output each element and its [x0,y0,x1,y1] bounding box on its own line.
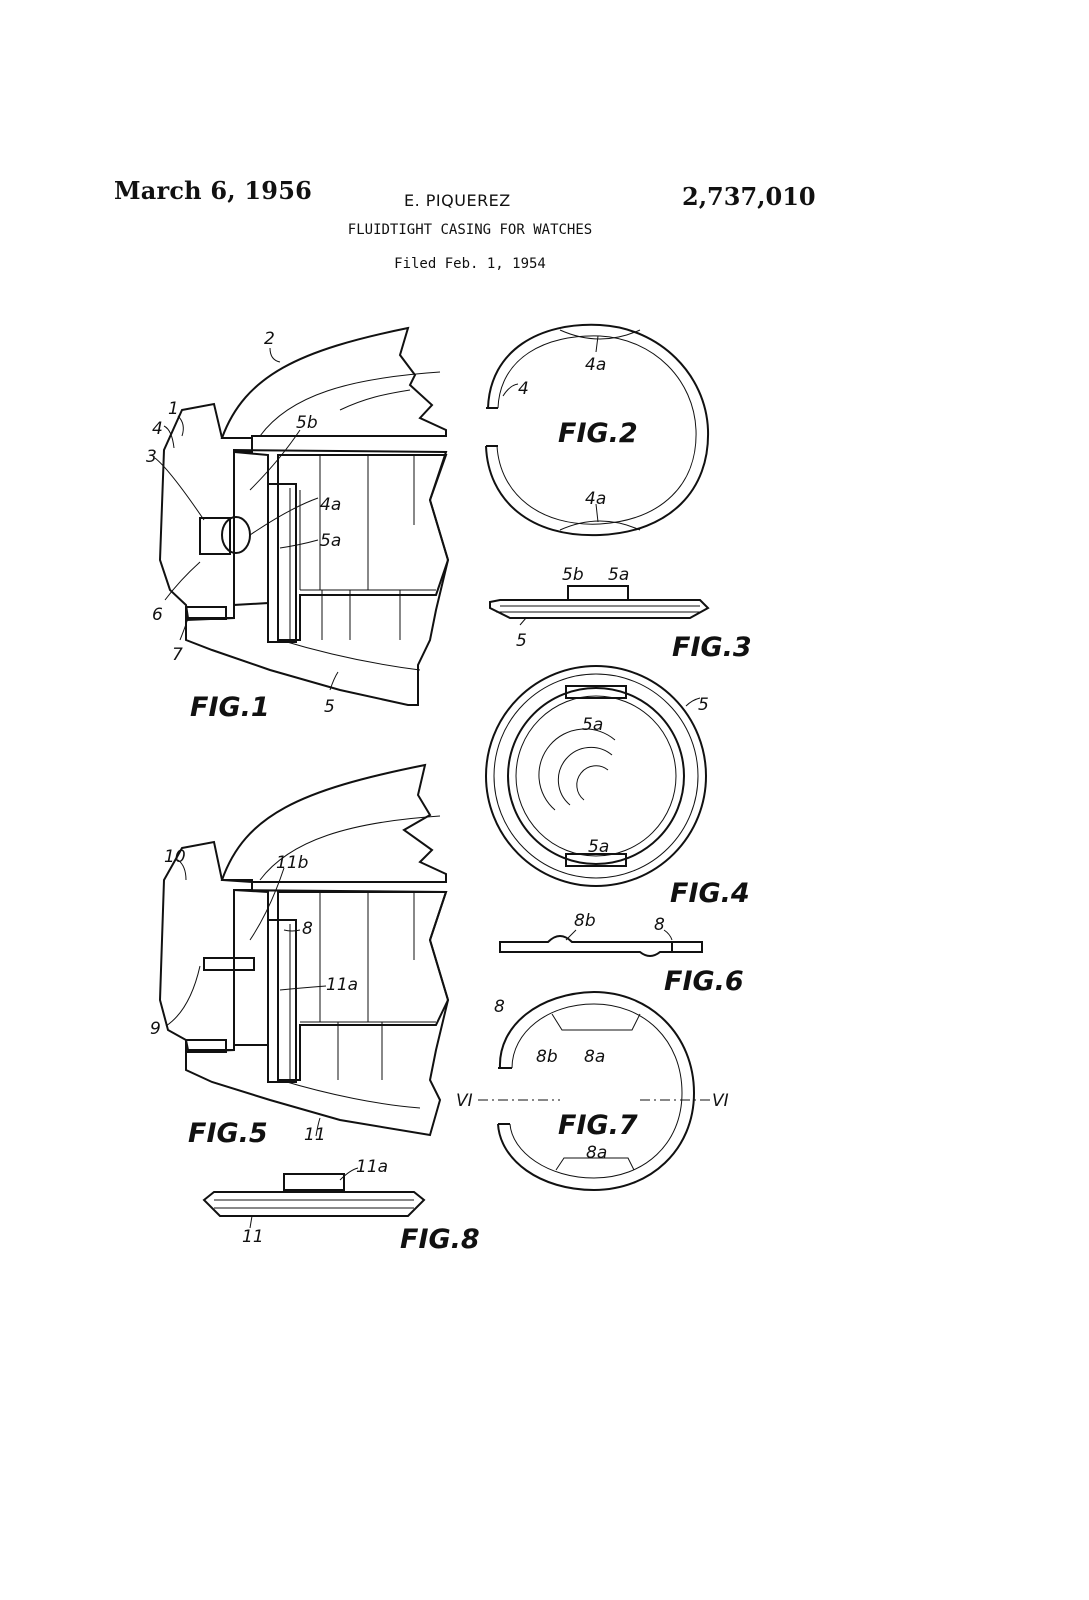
figure-8-caption: FIG.8 [400,1224,480,1255]
ref-label: 5b [562,565,584,585]
figure-1-caption: FIG.1 [190,692,270,723]
ref-label: 5 [698,695,709,715]
figure-2-drawing: 4a 4 4a FIG.2 [485,323,710,537]
figure-7-caption: FIG.7 [558,1110,638,1141]
figure-8-drawing: 11a 11 FIG.8 [202,1157,480,1255]
ref-label: 4a [585,355,606,375]
ref-label: 5a [320,531,341,551]
ref-label: 11a [356,1157,388,1177]
ref-label: 11b [276,853,308,873]
section-mark: VI [456,1091,473,1111]
patent-title: FLUIDTIGHT CASING FOR WATCHES [347,222,593,238]
figure-6-drawing: 8b 8 FIG.6 [499,911,744,997]
figure-3-caption: FIG.3 [672,632,752,663]
ref-label: 5 [324,697,335,717]
ref-label: 7 [172,645,183,665]
ref-label: 5b [296,413,318,433]
section-mark: VI [712,1091,729,1111]
ref-label: 4a [585,489,606,509]
ref-label: 11a [326,975,358,995]
ref-label: 11 [304,1125,326,1145]
ref-label: 8 [654,915,665,935]
ref-label: 10 [164,847,186,867]
ref-label: 11 [242,1227,264,1247]
ref-label: 3 [146,447,157,467]
inventor-name: E. PIQUEREZ [404,191,511,210]
ref-label: 8b [536,1047,558,1067]
ref-label: 5a [582,715,603,735]
ref-label: 8a [584,1047,605,1067]
figure-5-caption: FIG.5 [188,1118,268,1149]
ref-label: 4a [320,495,341,515]
figure-6-caption: FIG.6 [664,966,744,997]
ref-label: 5 [516,631,527,651]
patent-date: March 6, 1956 [114,176,312,205]
figure-5-drawing: 10 11b 8 11a 9 11 FIG.5 [150,763,450,1149]
ref-label: 1 [168,399,179,419]
figure-2-caption: FIG.2 [558,418,638,449]
ref-label: 2 [264,329,275,349]
ref-label: 8b [574,911,596,931]
figure-4-drawing: 5 5a 5a FIG.4 [485,665,750,909]
ref-label: 5a [608,565,629,585]
ref-label: 5a [588,837,609,857]
figure-3-drawing: 5b 5a 5 FIG.3 [489,565,752,663]
ref-label: 8 [302,919,313,939]
patent-number: 2,737,010 [682,182,816,211]
figure-7-drawing: 8 8b 8a 8a VI VI FIG.7 [456,990,729,1192]
ref-label: 8 [494,997,505,1017]
ref-label: 4 [152,419,163,439]
figure-4-caption: FIG.4 [670,878,750,909]
filing-date: Filed Feb. 1, 1954 [394,256,546,272]
figure-1-drawing: 2 1 4 3 5b 4a 5a 6 7 5 FIG.1 [146,326,450,723]
ref-label: 6 [152,605,163,625]
ref-label: 4 [518,379,529,399]
ref-label: 8a [586,1143,607,1163]
ref-label: 9 [150,1019,161,1039]
